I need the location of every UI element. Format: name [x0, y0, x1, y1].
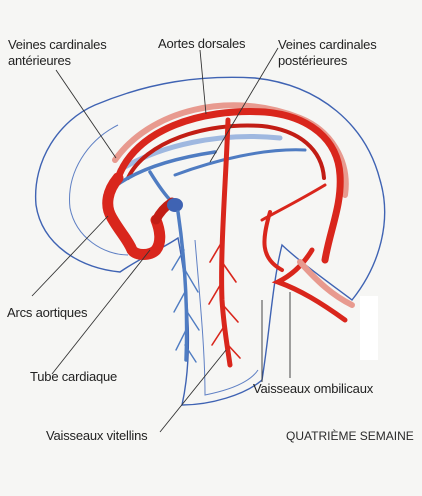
label-tube-cardiaque: Tube cardiaque — [30, 369, 118, 384]
leader-aortes-dorsales — [199, 49, 207, 115]
leader-arcs-aortiques — [31, 215, 109, 297]
label-veines-cardinales-anterieures-2: antérieures — [8, 53, 71, 68]
label-veines-cardinales-posterieures-1: Veines cardinales — [278, 37, 377, 52]
vaisseaux-ombilicaux-artere — [271, 247, 348, 323]
leader-lines — [31, 47, 291, 433]
pale-vein-arc — [117, 134, 283, 173]
posterior-aorta-branch — [260, 183, 327, 222]
sinus-veineux — [167, 198, 183, 212]
label-vaisseaux-vitellins: Vaisseaux vitellins — [46, 428, 148, 443]
label-veines-cardinales-posterieures-2: postérieures — [278, 53, 348, 68]
label-vaisseaux-ombilicaux: Vaisseaux ombilicaux — [253, 381, 374, 396]
vaisseaux-ombilicaux-veine — [262, 210, 284, 272]
aorte-dorsale-second — [126, 123, 326, 180]
label-aortes-dorsales: Aortes dorsales — [158, 36, 246, 51]
vaisseaux-ombilicaux-artere-2 — [297, 259, 355, 308]
veine-cardinale-commune — [148, 170, 174, 204]
arcs-aortiques — [102, 172, 166, 260]
amnion-outline — [194, 239, 259, 396]
leader-vaisseaux-vitellins — [159, 349, 227, 433]
figure-caption: QUATRIÈME SEMAINE — [286, 429, 414, 443]
embryo-outer-outline — [34, 76, 386, 406]
vitelline-branches-red — [208, 239, 241, 359]
embryo-inner-outline — [69, 124, 129, 256]
label-arcs-aortiques: Arcs aortiques — [7, 305, 88, 320]
leader-veines-cardinales-posterieures — [209, 47, 279, 163]
veine-cardinale-posterieure — [173, 148, 307, 177]
white-patch — [360, 296, 378, 360]
vaisseau-vitellin-veine — [176, 210, 189, 362]
leader-tube-cardiaque — [51, 249, 151, 375]
vitelline-branches-blue — [171, 249, 200, 363]
leader-veines-cardinales-anterieures — [55, 69, 117, 159]
aorte-dorsale-main — [114, 108, 344, 264]
label-veines-cardinales-anterieures-1: Veines cardinales — [8, 37, 107, 52]
